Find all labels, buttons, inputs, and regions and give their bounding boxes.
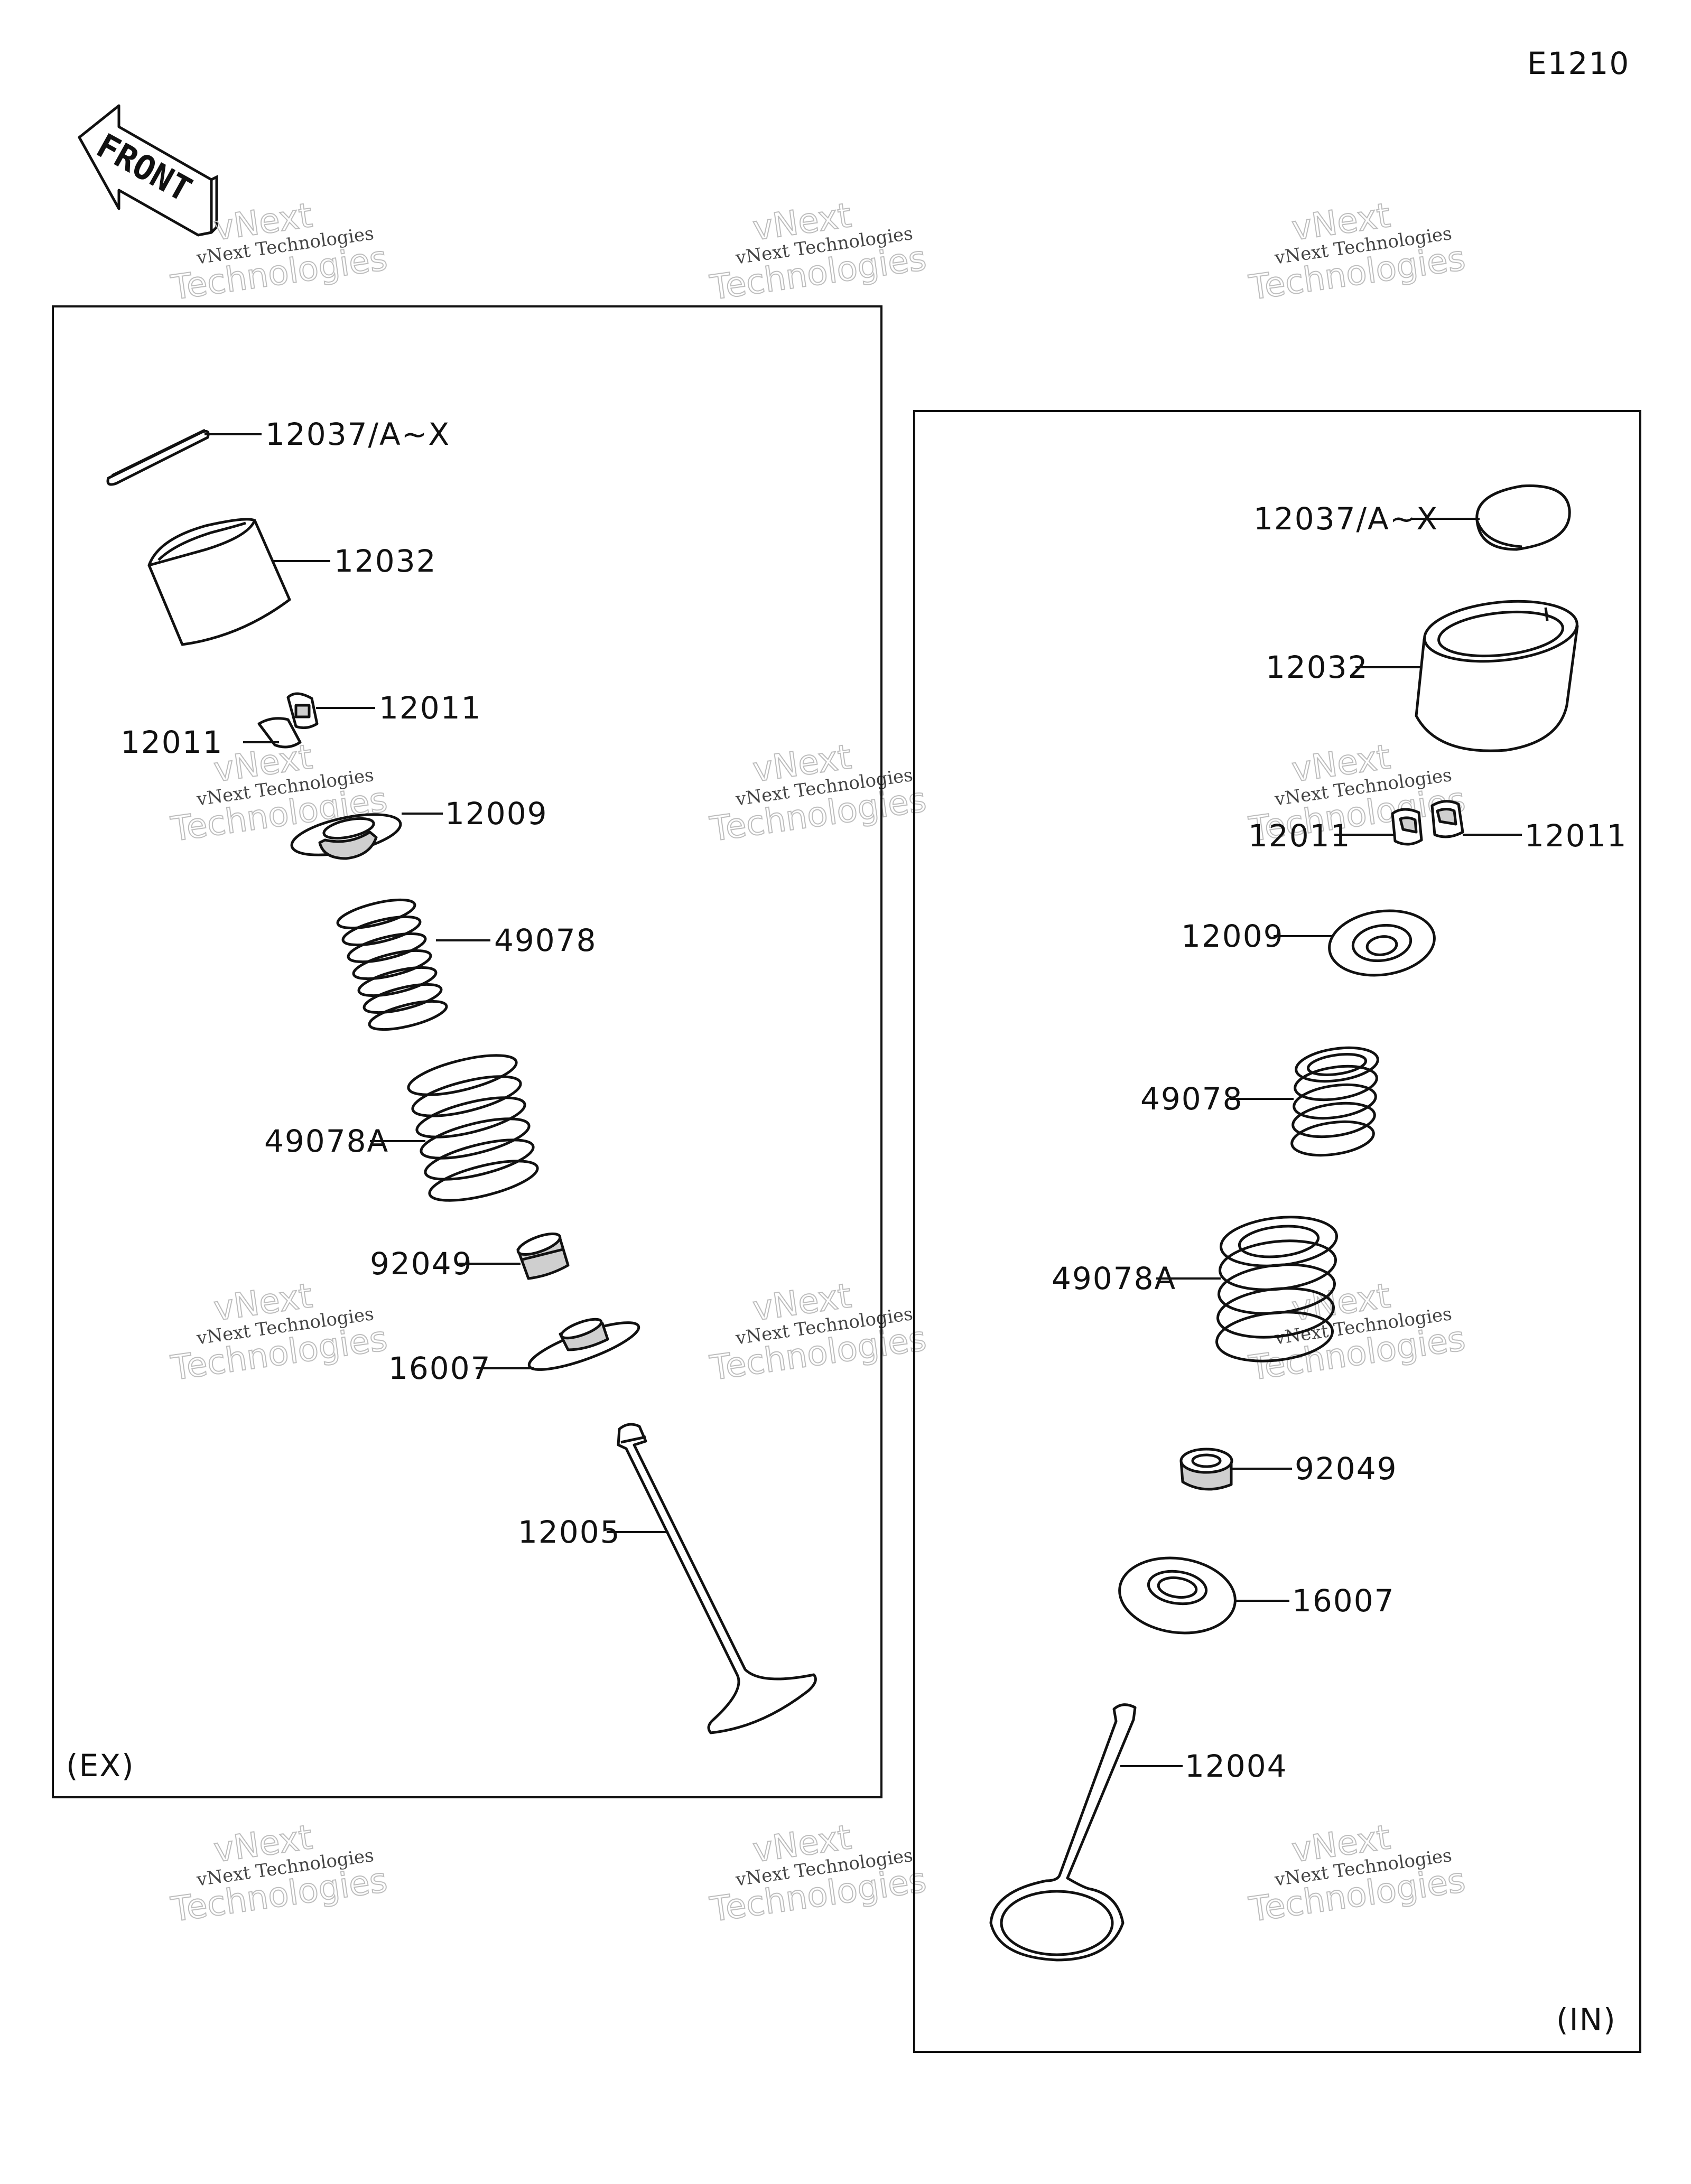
in-shim: 12037/A~X <box>1253 484 1571 551</box>
in-spring-seat: 16007 <box>1118 1556 1395 1635</box>
intake-panel: (IN) 12037/A~X 12032 12011 12011 <box>913 410 1641 2053</box>
in-lifter: 12032 <box>1266 600 1579 752</box>
ex-valve-label: 12005 <box>518 1514 621 1550</box>
in-spring-outer-label: 49078A <box>1052 1261 1176 1296</box>
ex-spring-inner-label: 49078 <box>494 922 597 958</box>
ex-lifter: 12032 <box>147 518 437 646</box>
ex-keeper-right-label: 12011 <box>379 690 482 726</box>
intake-panel-tag: (IN) <box>1556 2002 1616 2038</box>
in-retainer-label: 12009 <box>1181 918 1284 954</box>
ex-lifter-label: 12032 <box>334 543 437 579</box>
in-keeper-left-label: 12011 <box>1248 818 1351 854</box>
exhaust-panel-frame <box>52 305 882 1798</box>
exhaust-panel-tag: (EX) <box>66 1748 135 1784</box>
exhaust-panel: (EX) 12037/A~X 12032 12011 12011 <box>52 305 882 1798</box>
in-stem-seal: 92049 <box>1179 1448 1398 1491</box>
ex-shim: 12037/A~X <box>106 416 450 486</box>
ex-shim-label: 12037/A~X <box>265 416 450 452</box>
in-spring-outer: 49078A <box>1052 1216 1338 1362</box>
in-valve-label: 12004 <box>1185 1748 1288 1784</box>
ex-spring-seat: 16007 <box>388 1318 640 1386</box>
in-spring-seat-label: 16007 <box>1292 1583 1395 1619</box>
in-valve: 12004 <box>989 1703 1288 1962</box>
in-lifter-label: 12032 <box>1266 649 1369 685</box>
front-arrow-icon: FRONT <box>78 104 218 237</box>
ex-spring-inner: 49078 <box>336 898 597 1031</box>
ex-retainer-label: 12009 <box>445 796 548 832</box>
ex-spring-seat-label: 16007 <box>388 1350 491 1386</box>
in-shim-label: 12037/A~X <box>1253 501 1438 537</box>
ex-stem-seal: 92049 <box>370 1233 570 1282</box>
in-keepers: 12011 12011 <box>1248 800 1628 854</box>
ex-retainer: 12009 <box>290 796 548 860</box>
ex-spring-outer: 49078A <box>264 1054 539 1202</box>
ex-stem-seal-label: 92049 <box>370 1246 473 1282</box>
in-retainer: 12009 <box>1181 909 1436 977</box>
in-spring-inner: 49078 <box>1140 1046 1379 1157</box>
diagram-code: E1210 <box>1527 45 1630 81</box>
in-stem-seal-label: 92049 <box>1295 1451 1398 1487</box>
ex-valve: 12005 <box>518 1423 817 1734</box>
ex-keepers: 12011 12011 <box>120 690 482 760</box>
in-keeper-right-label: 12011 <box>1525 818 1628 854</box>
in-spring-inner-label: 49078 <box>1140 1081 1243 1117</box>
intake-panel-frame <box>913 410 1641 2053</box>
ex-keeper-left-label: 12011 <box>120 724 224 760</box>
ex-spring-outer-label: 49078A <box>264 1123 389 1159</box>
